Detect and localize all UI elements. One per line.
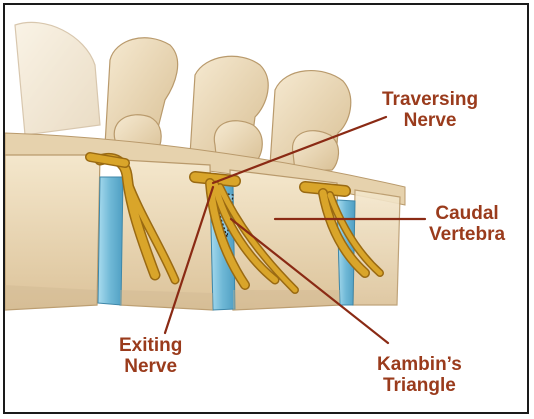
kambins-triangle-label-line2: Triangle — [377, 375, 462, 396]
traversing-nerve-label-line2: Nerve — [382, 110, 478, 131]
caudal-vertebra-label-line1: Caudal — [429, 203, 505, 224]
traversing-nerve-label-line1: Traversing — [382, 89, 478, 110]
exiting-nerve-label: Exiting Nerve — [119, 335, 182, 377]
kambins-triangle-label-line1: Kambin’s — [377, 354, 462, 375]
kambins-triangle-label: Kambin’s Triangle — [377, 354, 462, 396]
exiting-nerve-label-line1: Exiting — [119, 335, 182, 356]
traversing-nerve-label: Traversing Nerve — [382, 89, 478, 131]
exiting-nerve-label-line2: Nerve — [119, 356, 182, 377]
caudal-vertebra-label: Caudal Vertebra — [429, 203, 505, 245]
diagram-frame: Traversing Nerve Caudal Vertebra Exiting… — [3, 3, 529, 414]
caudal-vertebra-label-line2: Vertebra — [429, 224, 505, 245]
